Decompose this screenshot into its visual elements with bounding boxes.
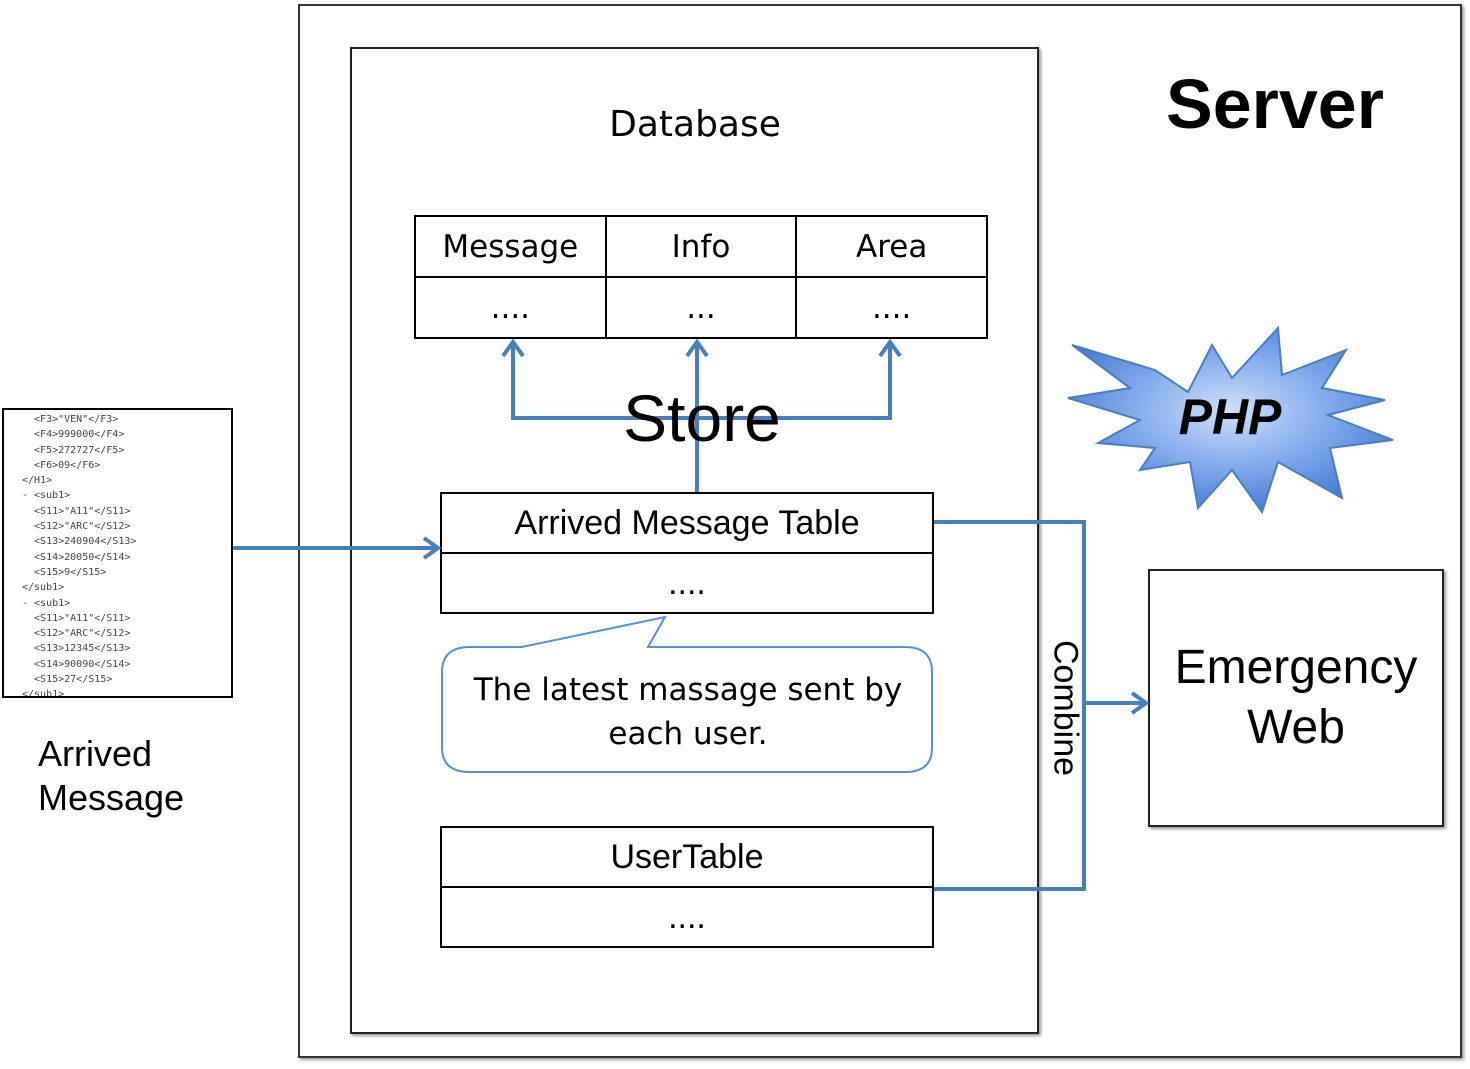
database-title: Database: [609, 104, 781, 145]
store-arrow-branches: [511, 342, 892, 420]
arrowhead-arrived-to-table: [422, 536, 442, 560]
xml-line: <S15>9</S15>: [22, 566, 107, 578]
xml-line: <S13>240904</S13>: [22, 536, 137, 548]
xml-line: </H1>: [22, 475, 53, 487]
combine-label: Combine: [1040, 628, 1090, 788]
user-table-row: ....: [440, 886, 934, 948]
emergency-web-label: Emergency Web: [1166, 638, 1426, 758]
xml-line: <F4>999000</F4>: [22, 429, 125, 441]
database-cell-area: ....: [795, 276, 988, 339]
database-header-message: Message: [414, 215, 607, 278]
xml-line: <S12>"ARC"</S12>: [22, 521, 131, 533]
arrowhead-store-info: [685, 338, 709, 358]
xml-line: <S15>27</S15>: [22, 674, 113, 686]
arrived-message-label-line1: Arrived: [38, 733, 153, 774]
callout-text-line2: each user.: [608, 716, 768, 752]
xml-line: <S12>"ARC"</S12>: [22, 628, 131, 640]
arrived-message-label: Arrived Message: [38, 732, 258, 820]
xml-line: </sub1>: [22, 689, 65, 698]
combine-label-text: Combine: [1046, 639, 1085, 777]
emergency-web-box: Emergency Web: [1148, 569, 1444, 827]
combine-connector: [934, 520, 1086, 891]
emergency-web-label-line2: Web: [1247, 701, 1345, 754]
xml-line: - <sub1>: [22, 597, 71, 609]
database-header-info: Info: [604, 215, 798, 278]
database-header-area: Area: [795, 215, 988, 278]
arrowhead-store-area: [878, 338, 902, 358]
callout-bubble: [441, 615, 933, 773]
xml-line: - <sub1>: [22, 490, 71, 502]
arrived-message-table-title: Arrived Message Table: [440, 492, 934, 554]
xml-line: <S14>90090</S14>: [22, 658, 131, 670]
xml-line: <S13>12345</S13>: [22, 643, 131, 655]
xml-line: <F6>09</F6>: [22, 459, 101, 471]
arrowhead-combine-to-web: [1130, 691, 1150, 715]
xml-line: <F5>272727</F5>: [22, 444, 125, 456]
store-label: Store: [623, 381, 781, 455]
arrowhead-store-message: [501, 338, 525, 358]
database-cell-info: ...: [604, 276, 798, 339]
xml-line: <S14>20050</S14>: [22, 551, 131, 563]
xml-line: </sub1>: [22, 582, 65, 594]
xml-line: <S11>"A11"</S11>: [22, 505, 131, 517]
arrived-message-table-row: ....: [440, 552, 934, 614]
php-label: PHP: [1178, 389, 1282, 445]
xml-line: <S11>"A11"</S11>: [22, 612, 131, 624]
arrived-message-table: Arrived Message Table ....: [440, 492, 934, 614]
database-table-row: .... ... ....: [414, 276, 988, 339]
callout-text-line1: The latest massage sent by: [473, 672, 903, 708]
database-cell-message: ....: [414, 276, 607, 339]
arrived-message-document: <F3>"VEN"</F3> <F4>999000</F4> <F5>27272…: [2, 408, 233, 698]
arrived-message-label-line2: Message: [38, 777, 185, 818]
xml-line: <F3>"VEN"</F3>: [22, 414, 119, 425]
user-table-title: UserTable: [440, 826, 934, 888]
user-table: UserTable ....: [440, 826, 934, 948]
server-title: Server: [1166, 65, 1384, 143]
emergency-web-label-line1: Emergency: [1174, 641, 1418, 694]
callout-text: The latest massage sent by each user.: [462, 668, 914, 756]
database-table-header-row: Message Info Area: [414, 215, 988, 278]
database-table: Message Info Area .... ... ....: [414, 215, 988, 339]
php-starburst-icon: [1067, 325, 1394, 515]
